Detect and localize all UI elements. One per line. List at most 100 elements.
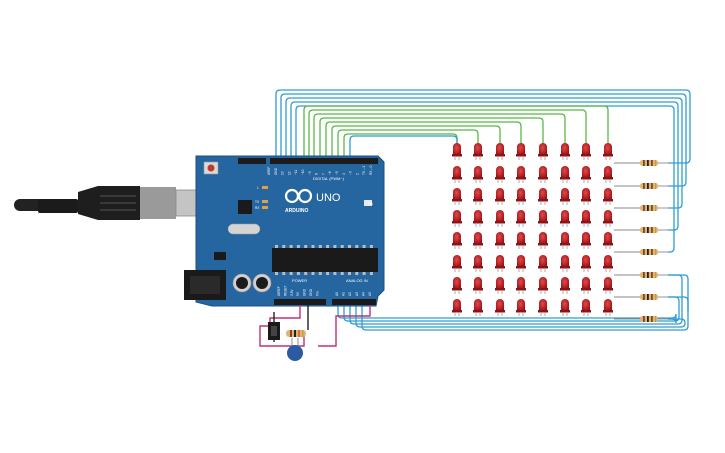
pin-label: ~6 — [328, 171, 332, 175]
led[interactable] — [516, 210, 526, 227]
pin-label: ~5 — [335, 171, 339, 175]
led[interactable] — [581, 255, 591, 272]
led[interactable] — [473, 143, 483, 160]
led[interactable] — [516, 166, 526, 183]
led[interactable] — [560, 188, 570, 205]
led[interactable] — [538, 277, 548, 294]
pin-label: 5V — [296, 291, 300, 296]
pin-label: GND — [309, 288, 313, 296]
led[interactable] — [473, 210, 483, 227]
led[interactable] — [495, 143, 505, 160]
led[interactable] — [538, 255, 548, 272]
led[interactable] — [495, 232, 505, 249]
pin-label: RESET — [283, 285, 287, 296]
led[interactable] — [495, 299, 505, 316]
pin-label: A0 — [335, 292, 339, 296]
led[interactable] — [581, 143, 591, 160]
led[interactable] — [516, 143, 526, 160]
led[interactable] — [473, 277, 483, 294]
led[interactable] — [560, 143, 570, 160]
blue-wires-bottom — [337, 274, 689, 331]
pin-label: A3 — [355, 292, 359, 296]
led[interactable] — [538, 299, 548, 316]
resistor — [614, 160, 668, 166]
led[interactable] — [603, 166, 613, 183]
pushbutton[interactable] — [268, 322, 280, 340]
led[interactable] — [452, 299, 462, 316]
arduino-uno-board[interactable]: ARDUINO UNO DIGITAL (PWM~) POWER ANALOG … — [184, 155, 385, 307]
led[interactable] — [603, 143, 613, 160]
led[interactable] — [452, 277, 462, 294]
resistor — [614, 205, 668, 211]
pin-label: ~3 — [349, 171, 353, 175]
led[interactable] — [581, 299, 591, 316]
led[interactable] — [538, 166, 548, 183]
pin-label: 2 — [355, 173, 359, 175]
led[interactable] — [516, 188, 526, 205]
analog-header[interactable] — [332, 299, 376, 305]
resistor — [614, 183, 668, 189]
led[interactable] — [495, 255, 505, 272]
led[interactable] — [452, 188, 462, 205]
led[interactable] — [495, 277, 505, 294]
led[interactable] — [495, 210, 505, 227]
usb-cable[interactable] — [14, 186, 199, 220]
led[interactable] — [538, 232, 548, 249]
pin-label: AREF — [267, 166, 271, 175]
model-label: UNO — [316, 192, 341, 204]
led[interactable] — [452, 232, 462, 249]
led[interactable] — [603, 255, 613, 272]
led[interactable] — [473, 166, 483, 183]
led[interactable] — [581, 166, 591, 183]
led[interactable] — [581, 188, 591, 205]
pin-label: A1 — [342, 292, 346, 296]
led[interactable] — [538, 188, 548, 205]
led-matrix — [452, 143, 613, 316]
led[interactable] — [560, 299, 570, 316]
power-label: POWER — [292, 278, 307, 283]
led[interactable] — [473, 232, 483, 249]
led[interactable] — [560, 255, 570, 272]
resistors — [614, 160, 668, 322]
resistor — [614, 294, 668, 300]
led[interactable] — [516, 299, 526, 316]
led[interactable] — [452, 210, 462, 227]
led[interactable] — [452, 143, 462, 160]
resistor-sensor — [286, 330, 306, 337]
led[interactable] — [538, 143, 548, 160]
ceramic-capacitor — [287, 338, 303, 361]
power-header[interactable] — [274, 299, 326, 305]
led[interactable] — [603, 232, 613, 249]
led[interactable] — [581, 210, 591, 227]
pin-label: GND — [303, 288, 307, 296]
pin-label: 3.3V — [290, 289, 294, 296]
led[interactable] — [603, 188, 613, 205]
led[interactable] — [560, 166, 570, 183]
pin-label: ~10 — [301, 169, 305, 175]
pin-label: IOREF — [277, 286, 281, 296]
led[interactable] — [581, 277, 591, 294]
led[interactable] — [452, 255, 462, 272]
led[interactable] — [603, 210, 613, 227]
pin-label: TX→1 — [362, 166, 366, 175]
led[interactable] — [560, 277, 570, 294]
led[interactable] — [495, 166, 505, 183]
led[interactable] — [473, 188, 483, 205]
led[interactable] — [603, 299, 613, 316]
l-label: L — [257, 186, 259, 190]
led[interactable] — [560, 232, 570, 249]
led[interactable] — [603, 277, 613, 294]
led[interactable] — [473, 255, 483, 272]
led[interactable] — [473, 299, 483, 316]
resistor — [614, 227, 668, 233]
led[interactable] — [495, 188, 505, 205]
digital-header[interactable] — [270, 158, 378, 164]
led[interactable] — [560, 210, 570, 227]
led[interactable] — [516, 277, 526, 294]
led[interactable] — [538, 210, 548, 227]
led[interactable] — [516, 232, 526, 249]
led[interactable] — [581, 232, 591, 249]
led[interactable] — [452, 166, 462, 183]
led[interactable] — [516, 255, 526, 272]
